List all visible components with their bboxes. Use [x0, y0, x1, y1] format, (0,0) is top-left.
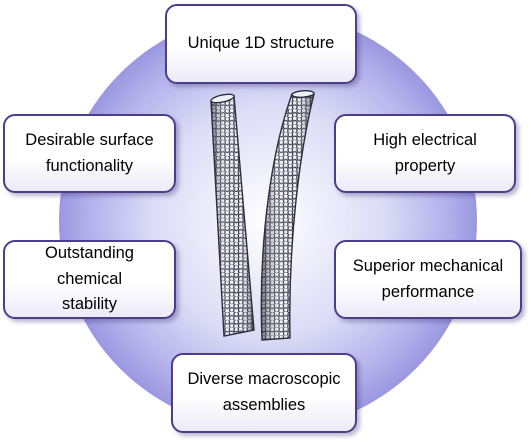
feature-box-text: Superior mechanical performance	[353, 254, 503, 305]
feature-box-text: Outstanding chemical stability	[11, 241, 168, 318]
feature-line: functionality	[45, 156, 134, 175]
feature-line: assemblies	[222, 396, 306, 414]
feature-line: Diverse macroscopic	[187, 370, 341, 389]
feature-box-text: Unique 1D structure	[188, 31, 335, 57]
feature-box-mechanical-performance: Superior mechanical performance	[334, 240, 522, 319]
feature-line: property	[394, 156, 456, 175]
feature-line: stability	[61, 295, 118, 314]
nanotube-right	[260, 90, 315, 341]
feature-line: Desirable surface	[25, 130, 154, 149]
feature-line: performance	[381, 282, 475, 301]
feature-box-unique-1d-structure: Unique 1D structure	[165, 4, 357, 84]
feature-line: Outstanding chemical	[45, 244, 134, 288]
feature-box-macroscopic-assemblies: Diverse macroscopic assemblies	[171, 353, 357, 433]
feature-box-electrical-property: High electrical property	[334, 114, 516, 193]
feature-box-text: Diverse macroscopic assemblies	[187, 367, 340, 418]
feature-line: Unique 1D structure	[187, 34, 335, 53]
feature-box-surface-functionality: Desirable surface functionality	[3, 114, 176, 193]
feature-box-text: Desirable surface functionality	[25, 128, 153, 179]
feature-line: High electrical	[373, 130, 477, 149]
feature-box-text: High electrical property	[373, 128, 477, 179]
feature-line: Superior mechanical	[352, 256, 504, 275]
feature-box-chemical-stability: Outstanding chemical stability	[3, 240, 176, 319]
nanotube-left	[210, 93, 255, 337]
